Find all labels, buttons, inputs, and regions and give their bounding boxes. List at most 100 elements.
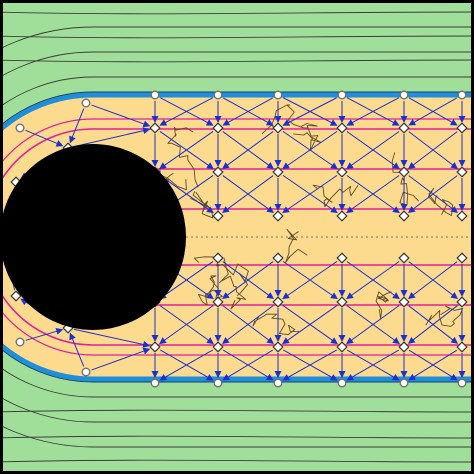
interior-node-20 <box>336 166 348 178</box>
connection-arrow-62 <box>346 175 400 214</box>
connection-arrow-59 <box>346 131 400 170</box>
boundary-node-11 <box>457 90 467 100</box>
connection-arrow-29 <box>222 261 274 300</box>
inner-line-1 <box>2 128 472 346</box>
streamline-far-1 <box>2 11 472 15</box>
interior-node-12 <box>212 341 224 353</box>
connection-arrow-38 <box>282 97 337 126</box>
random-walk-path-14 <box>252 313 299 336</box>
connection-arrow-106 <box>73 328 151 348</box>
boundary-node-14 <box>15 337 25 347</box>
boundary-node-2 <box>150 378 160 388</box>
random-walk-path-1 <box>285 228 308 263</box>
interior-node-11 <box>212 296 224 308</box>
connection-arrow-2 <box>159 97 213 126</box>
interior-node-8 <box>212 166 224 178</box>
boundary-node-6 <box>273 378 283 388</box>
connection-arrow-97 <box>69 108 85 144</box>
interior-node-14 <box>272 166 284 178</box>
interior-node-27 <box>398 210 410 222</box>
random-walk-path-6 <box>167 126 199 188</box>
connection-arrow-100 <box>91 104 151 128</box>
streamline-far-5 <box>2 435 472 439</box>
interior-node-32 <box>456 166 468 178</box>
connection-arrow-71 <box>346 349 400 381</box>
random-walk-path-3 <box>428 187 454 216</box>
connection-arrow-56 <box>346 97 399 126</box>
streamline-far-3 <box>2 59 472 63</box>
interior-node-7 <box>212 122 224 134</box>
interior-node-18 <box>272 341 284 353</box>
connection-arrow-68 <box>346 305 400 345</box>
interior-node-34 <box>456 252 468 264</box>
interior-node-23 <box>336 296 348 308</box>
interior-node-24 <box>336 341 348 353</box>
connection-arrow-80 <box>407 175 458 213</box>
interior-node-36 <box>456 341 468 353</box>
streamline-outer-1 <box>2 76 472 398</box>
boundary-node-12 <box>457 378 467 388</box>
interior-node-25 <box>398 122 410 134</box>
connection-arrow-101 <box>69 332 85 367</box>
boundary-node-13 <box>15 123 25 133</box>
interior-node-26 <box>398 166 410 178</box>
boundary-node-10 <box>399 378 409 388</box>
boundary-node-7 <box>337 90 347 100</box>
interior-node-10 <box>212 252 224 264</box>
interior-node-21 <box>336 210 348 222</box>
boundary-node-5 <box>273 90 283 100</box>
interior-node-33 <box>456 210 468 222</box>
interior-node-19 <box>336 122 348 134</box>
random-walk-path-11 <box>391 152 420 206</box>
connection-arrow-98 <box>25 129 64 147</box>
connection-arrow-5 <box>159 131 214 170</box>
connection-arrow-20 <box>222 97 273 126</box>
random-walk-path-15 <box>425 305 464 327</box>
boundary-node-9 <box>399 90 409 100</box>
boundary-node-8 <box>337 378 347 388</box>
interior-node-40 <box>10 290 22 302</box>
connection-arrow-17 <box>159 349 214 381</box>
interior-node-16 <box>272 252 284 264</box>
interior-node-22 <box>336 252 348 264</box>
interior-node-13 <box>272 122 284 134</box>
interior-node-29 <box>398 296 410 308</box>
interior-node-35 <box>456 296 468 308</box>
connection-arrow-47 <box>282 260 338 300</box>
boundary-node-16 <box>81 367 91 377</box>
connection-arrow-83 <box>407 261 458 299</box>
connection-arrow-74 <box>408 97 458 126</box>
connection-arrow-86 <box>407 305 458 344</box>
connection-arrow-11 <box>159 261 214 300</box>
connection-arrow-41 <box>282 130 338 170</box>
connection-arrow-35 <box>222 349 274 381</box>
connection-arrow-26 <box>222 175 274 214</box>
boundary-layer <box>2 92 472 382</box>
streamline-outer-2 <box>2 51 472 423</box>
connection-arrow-23 <box>222 131 274 170</box>
interior-node-17 <box>272 296 284 308</box>
interior-node-28 <box>398 252 410 264</box>
random-walk-path-8 <box>219 257 247 310</box>
interior-node-31 <box>456 122 468 134</box>
boundary-node-1 <box>150 90 160 100</box>
inner-line-edge <box>2 118 472 356</box>
connection-arrow-89 <box>408 349 458 381</box>
connection-arrow-65 <box>346 261 400 300</box>
boundary-node-4 <box>213 378 223 388</box>
streamline-far-2 <box>2 35 472 39</box>
connection-arrow-105 <box>73 127 151 148</box>
boundary-layer-inner-edge <box>2 91 472 383</box>
interior-node-9 <box>212 210 224 222</box>
connection-arrow-53 <box>282 349 338 381</box>
streamline-far-6 <box>2 459 472 463</box>
random-walk-path-10 <box>375 291 392 319</box>
connection-arrow-14 <box>159 305 214 345</box>
boundary-node-3 <box>213 90 223 100</box>
random-walk-path-2 <box>312 184 359 208</box>
connection-arrow-50 <box>282 305 338 345</box>
connection-arrow-77 <box>407 131 458 169</box>
